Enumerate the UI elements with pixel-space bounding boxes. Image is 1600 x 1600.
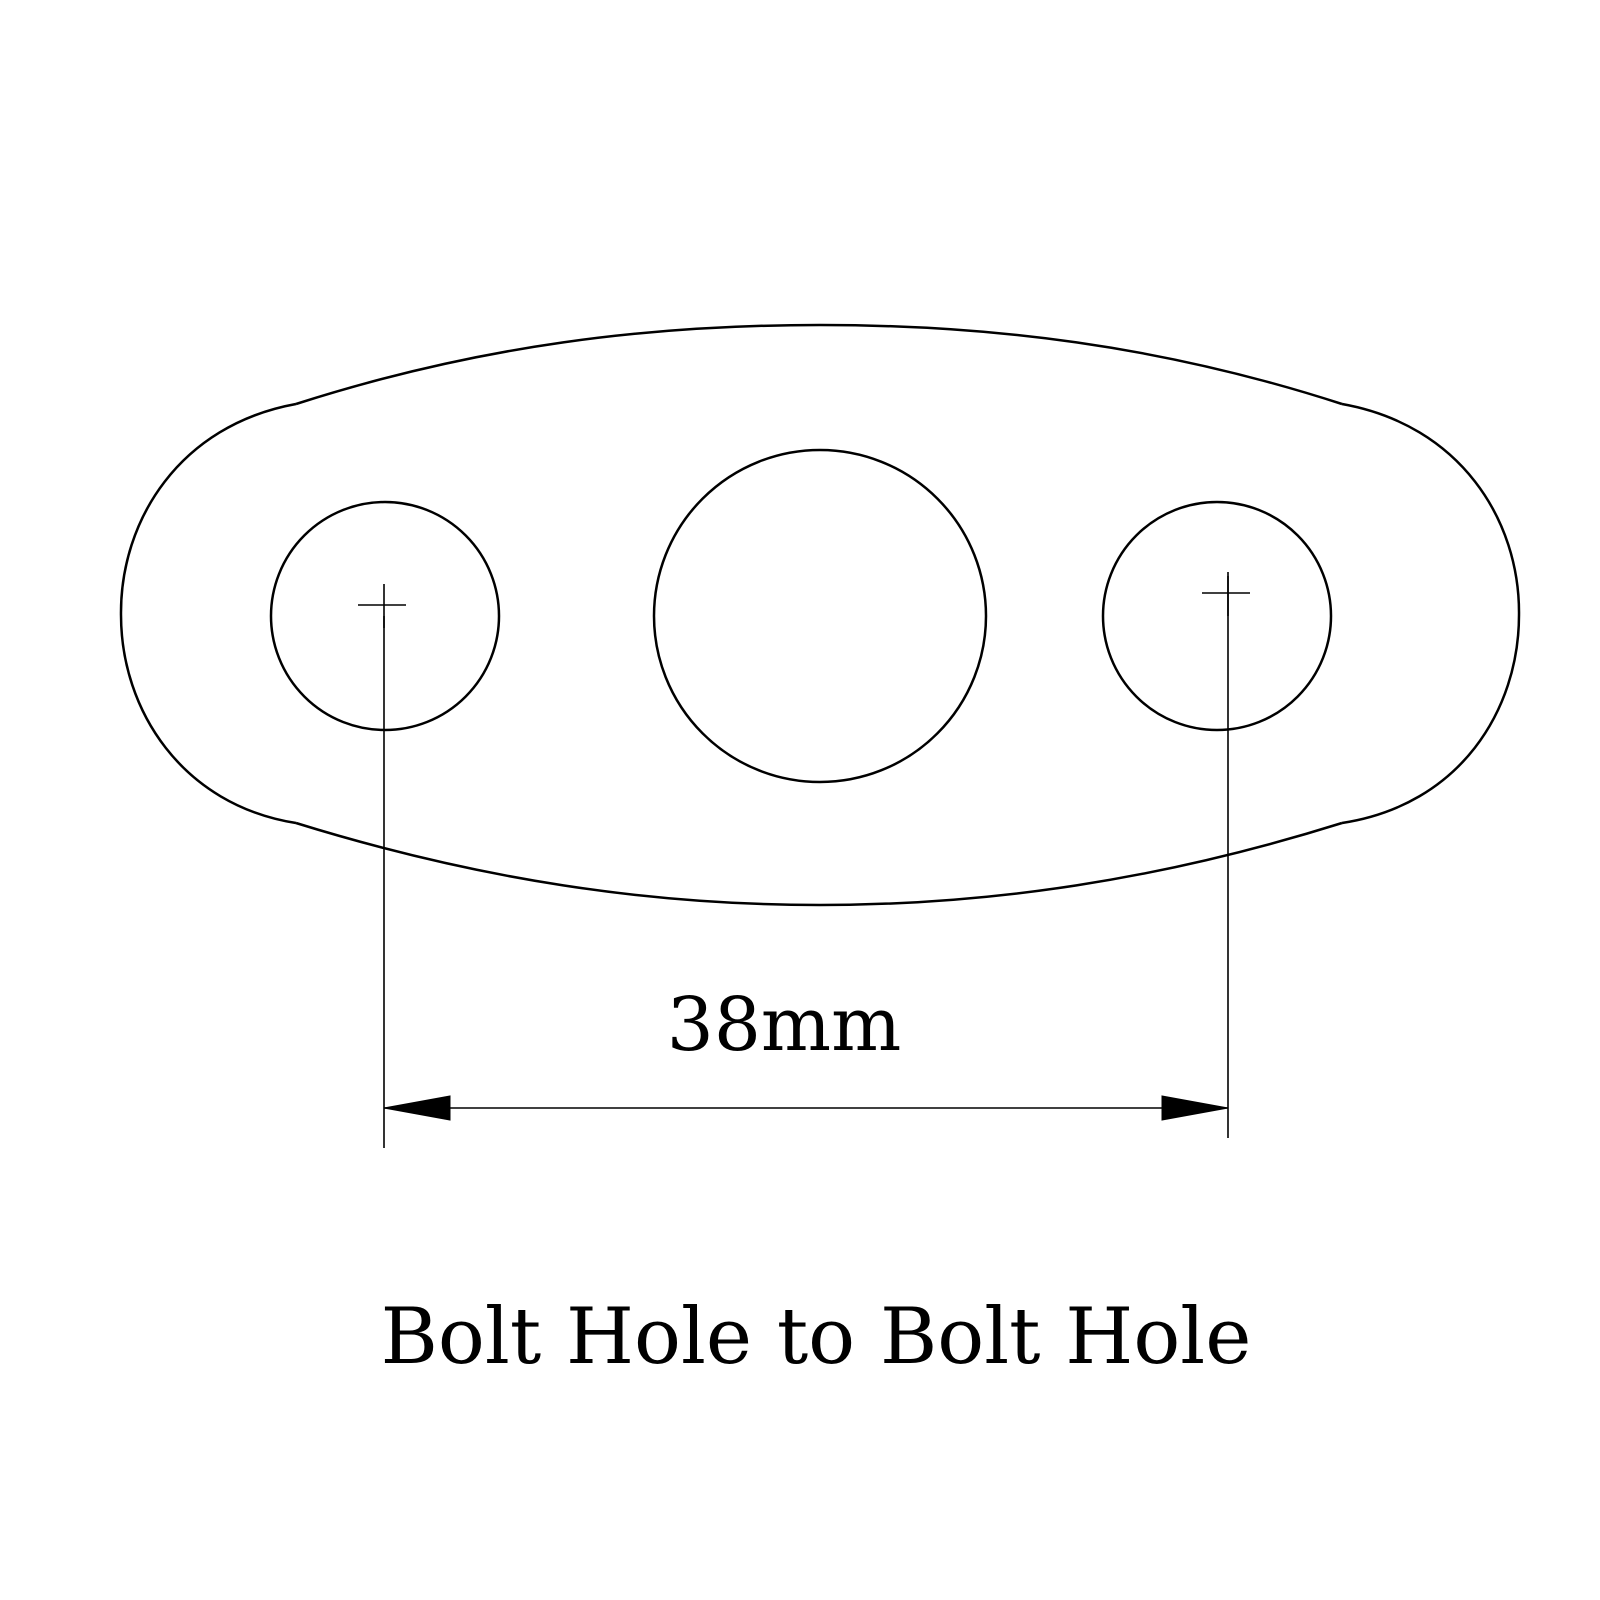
right-arrowhead — [1161, 1095, 1229, 1121]
flange-outline — [119, 323, 1521, 907]
left-arrowhead — [383, 1095, 451, 1121]
dimension-line — [383, 1095, 1229, 1121]
flange-top-edge — [295, 323, 1343, 406]
flange-left-lobe — [119, 402, 297, 825]
center-port-hole — [652, 448, 988, 784]
right-center-mark — [1202, 572, 1250, 616]
caption: Bolt Hole to Bolt Hole — [381, 1292, 1252, 1382]
dimension-label: 38mm — [667, 982, 902, 1068]
left-bolt-hole — [269, 500, 501, 732]
flange-right-lobe — [1341, 402, 1521, 825]
left-center-mark — [358, 584, 406, 628]
right-bolt-hole — [1101, 500, 1333, 732]
flange-bottom-edge — [295, 821, 1343, 907]
